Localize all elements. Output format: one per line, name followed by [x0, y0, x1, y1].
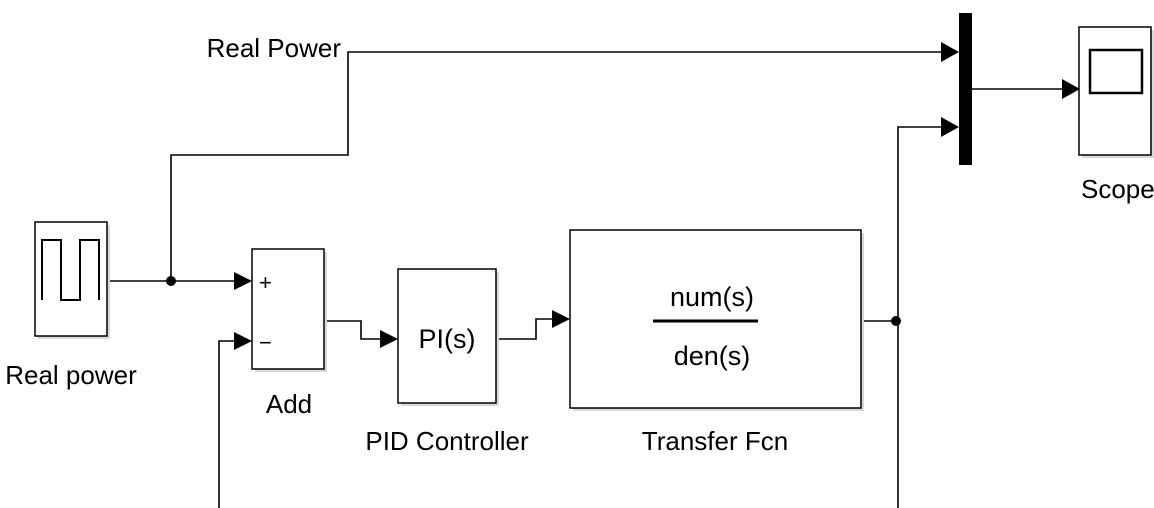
transfer-fcn-block[interactable]: num(s) den(s): [569, 229, 864, 411]
mux-bar-icon[interactable]: [959, 13, 972, 165]
arrowhead-tf-in: [552, 310, 570, 328]
wire-branch-to-mux-top: [170, 51, 944, 281]
add-block[interactable]: + −: [251, 248, 327, 372]
add-minus-sign: −: [259, 330, 272, 355]
pulse-generator-icon: [41, 239, 100, 301]
arrowhead-pid-in: [380, 330, 398, 348]
pid-content: PI(s): [419, 324, 476, 354]
junction-tf-output: [891, 316, 901, 326]
arrowhead-scope-in: [1062, 79, 1080, 99]
arrowhead-add-plus: [234, 272, 252, 290]
scope-label: Scope: [1081, 174, 1154, 204]
arrowhead-mux-in-2: [941, 117, 959, 137]
add-label: Add: [266, 389, 312, 419]
pid-controller-block[interactable]: PI(s): [397, 268, 499, 406]
pid-label: PID Controller: [365, 426, 529, 456]
signal-label-real-power: Real Power: [207, 33, 342, 63]
add-plus-sign: +: [259, 270, 272, 295]
arrowhead-add-minus: [234, 332, 252, 350]
arrowhead-mux-in-1: [941, 42, 959, 62]
source-label: Real power: [5, 360, 137, 390]
source-block[interactable]: [34, 221, 110, 339]
wire-add-to-pid: [326, 320, 382, 340]
tf-label: Transfer Fcn: [642, 426, 788, 456]
scope-screen-icon: [1088, 48, 1144, 95]
tf-denominator: den(s): [674, 341, 751, 371]
tf-numerator: num(s): [670, 282, 754, 312]
wire-feedback-left: [218, 340, 236, 508]
scope-block[interactable]: [1078, 26, 1154, 158]
junction-source: [166, 276, 176, 286]
wire-pid-to-tf: [498, 318, 554, 340]
wire-tf-to-mux-bottom: [897, 126, 944, 321]
